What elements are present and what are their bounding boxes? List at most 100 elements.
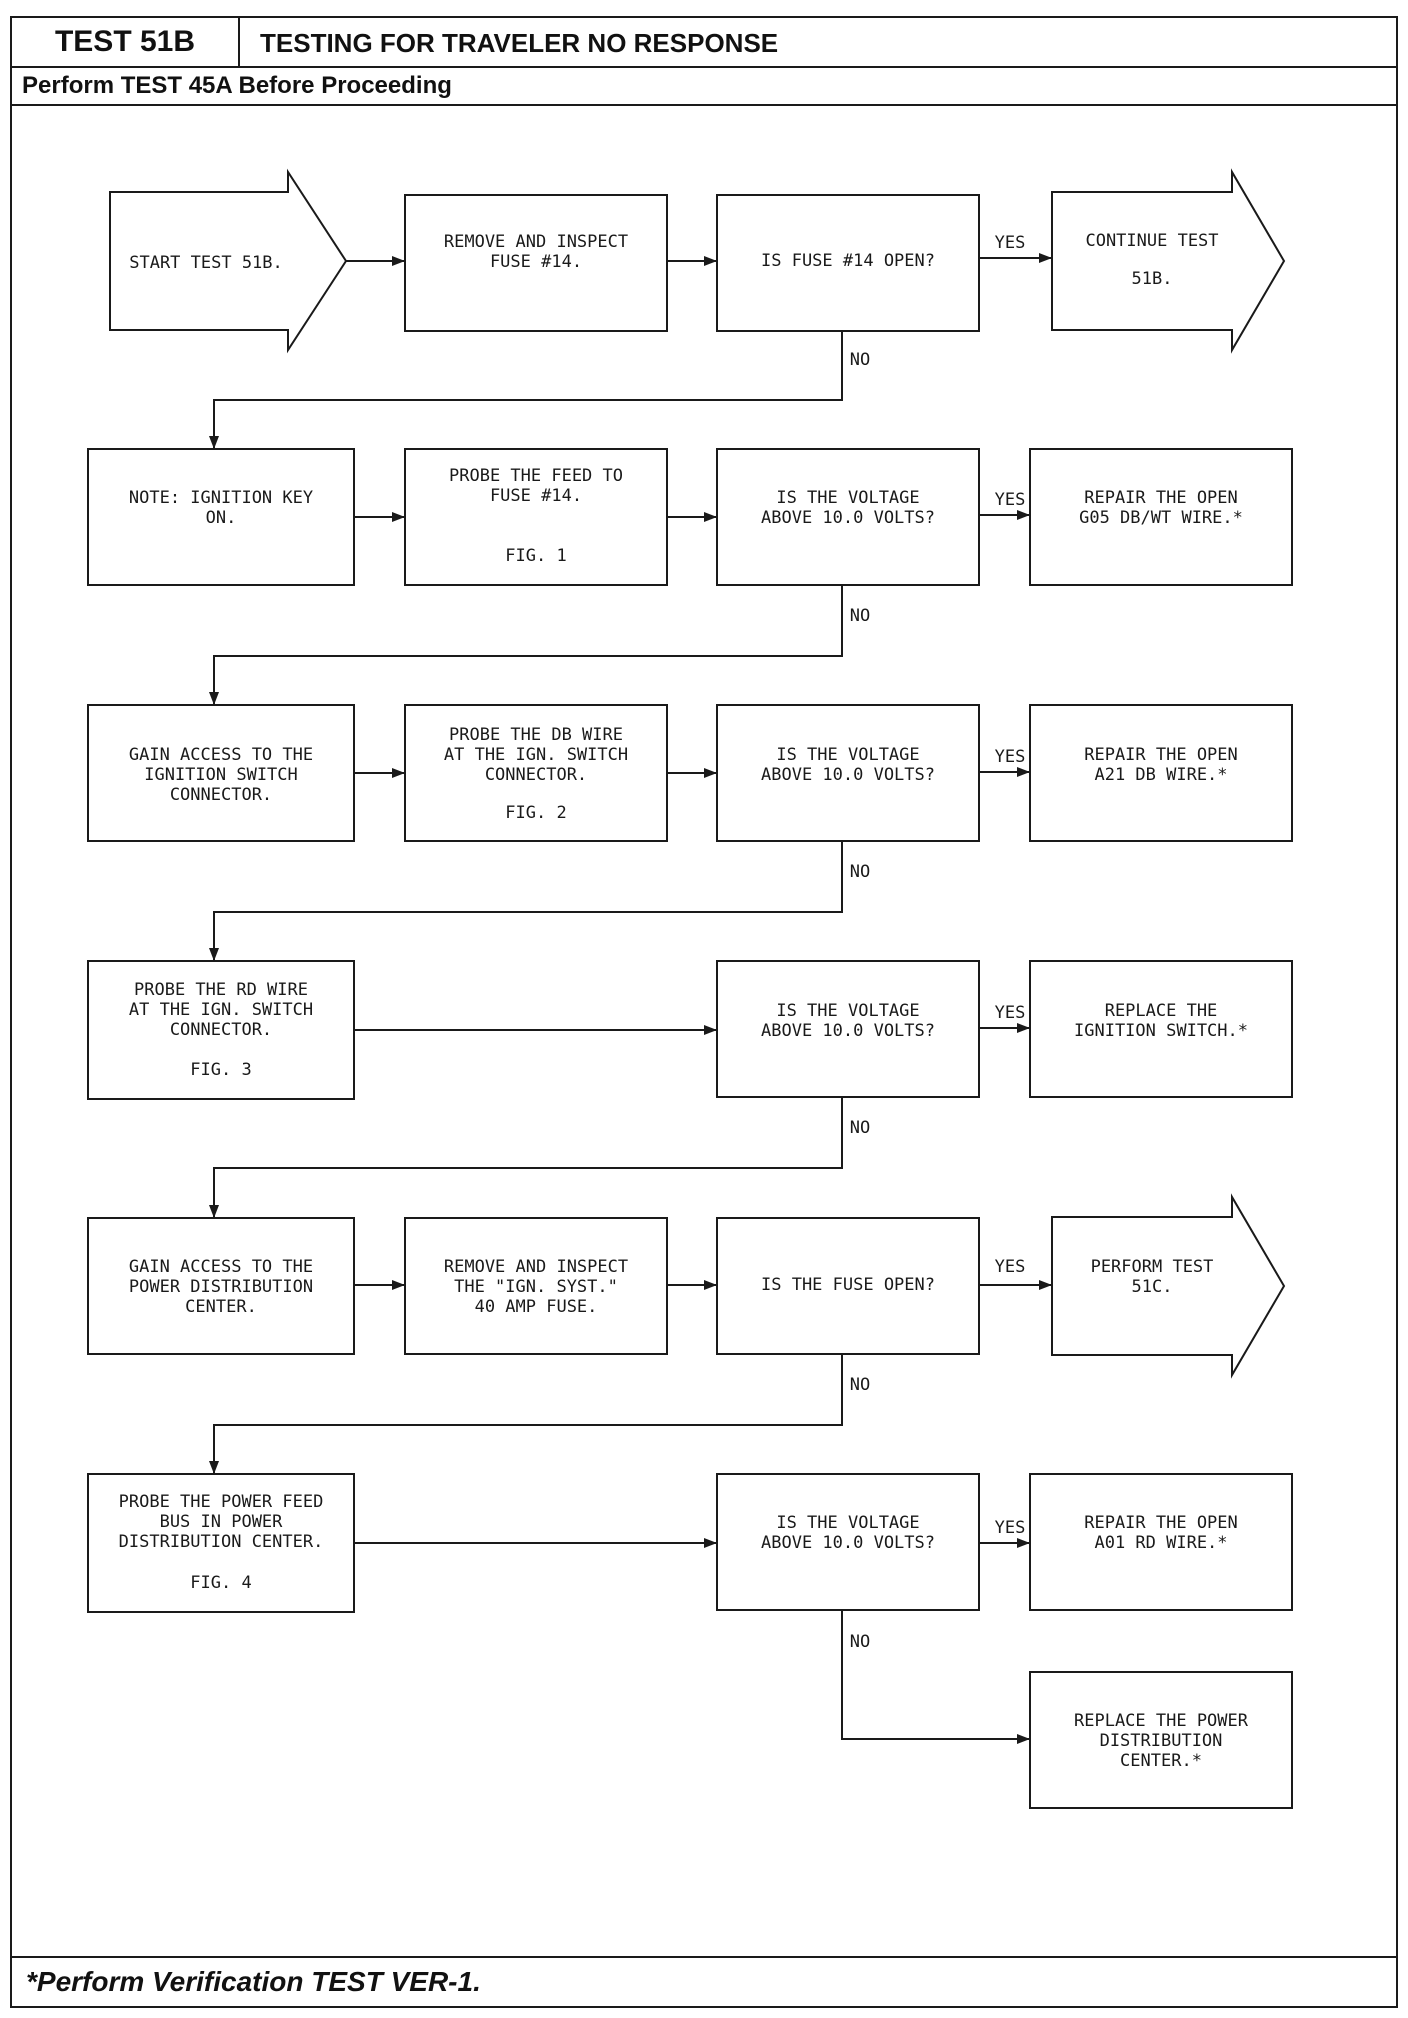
arrowhead-right [1017,1023,1030,1033]
arrowhead-down [209,1205,219,1218]
arrowhead-right [1017,1538,1030,1548]
flow-text: CENTER. [185,1297,257,1317]
flow-text: THE "IGN. SYST." [454,1277,618,1297]
flow-text: 51B. [1132,269,1173,289]
repair-a21-box [1029,704,1293,842]
header-row: TEST 51B TESTING FOR TRAVELER NO RESPONS… [12,18,1396,68]
footer-note: *Perform Verification TEST VER-1. [12,1956,1396,2006]
arrowhead-right [392,256,405,266]
flow-text: FUSE #14. [490,486,582,506]
flow-text: IS FUSE #14 OPEN? [761,251,935,271]
connector-line [841,1610,1030,1740]
arrowhead-down [209,692,219,705]
flow-text: CONNECTOR. [485,765,587,785]
decision-voltage-4 [716,1473,980,1611]
flow-text: PROBE THE POWER FEED [119,1492,324,1512]
flow-text: REPAIR THE OPEN [1084,745,1238,765]
flow-text: GAIN ACCESS TO THE [129,745,313,765]
remove-inspect-fuse14-box [404,194,668,332]
arrowhead-down [209,436,219,449]
flow-text: REPAIR THE OPEN [1084,1513,1238,1533]
flow-text: PROBE THE RD WIRE [134,980,308,1000]
flow-text: CENTER.* [1120,1751,1202,1771]
flow-text: A21 DB WIRE.* [1094,765,1227,785]
repair-g05-box [1029,448,1293,586]
test-id: TEST 51B [12,18,240,66]
decision-voltage-2 [716,704,980,842]
no-label: NO [850,1632,870,1652]
arrowhead-down [209,1461,219,1474]
fig-label: FIG. 3 [190,1060,251,1080]
flow-text: NOTE: IGNITION KEY [129,488,313,508]
yes-label: YES [995,1257,1026,1277]
perform-51c-arrow [1051,1193,1286,1379]
remove-inspect-ign-fuse-box [404,1217,668,1355]
no-label: NO [850,1375,870,1395]
probe-rd-wire-box [87,960,355,1100]
arrowhead-right [1017,510,1030,520]
start-test-arrow [109,168,348,354]
probe-db-wire-box [404,704,668,842]
flow-text: REPLACE THE [1105,1001,1218,1021]
probe-feed-fuse14-box [404,448,668,586]
arrowhead-right [704,1025,717,1035]
connector-line [213,331,843,449]
flow-text: ON. [206,508,237,528]
flow-text: IGNITION SWITCH [144,765,298,785]
flow-text: GAIN ACCESS TO THE [129,1257,313,1277]
flow-text: START TEST 51B. [129,253,283,273]
replace-pdc-box [1029,1671,1293,1809]
no-label: NO [850,1118,870,1138]
test-title: TESTING FOR TRAVELER NO RESPONSE [260,28,779,58]
fig-label: FIG. 4 [190,1573,251,1593]
arrowhead-right [1017,767,1030,777]
gain-access-pdc-box [87,1217,355,1355]
replace-ign-switch-box [1029,960,1293,1098]
arrowhead-down [209,948,219,961]
continue-51b-arrow [1051,168,1286,354]
arrowhead-right [392,512,405,522]
connector-line [213,585,843,705]
flow-text: ABOVE 10.0 VOLTS? [761,1021,935,1041]
flow-text: PROBE THE FEED TO [449,466,623,486]
flow-text: AT THE IGN. SWITCH [444,745,628,765]
flow-text: IS THE FUSE OPEN? [761,1275,935,1295]
flow-text: A01 RD WIRE.* [1094,1533,1227,1553]
decision-voltage-1 [716,448,980,586]
arrowhead-right [704,1280,717,1290]
arrowhead-right [1039,253,1052,263]
repair-a01-box [1029,1473,1293,1611]
flow-text: BUS IN POWER [160,1512,284,1532]
arrowhead-right [392,1280,405,1290]
prerequisite-note: Perform TEST 45A Before Proceeding [12,68,1396,106]
flow-text: REPAIR THE OPEN [1084,488,1238,508]
arrowhead-right [704,768,717,778]
flow-text: IGNITION SWITCH.* [1074,1021,1248,1041]
flow-text: IS THE VOLTAGE [776,1513,919,1533]
arrowhead-right [704,1538,717,1548]
flow-text: IS THE VOLTAGE [776,745,919,765]
no-label: NO [850,350,870,370]
arrowhead-right [1017,1734,1030,1744]
probe-power-feed-box [87,1473,355,1613]
flow-text: PERFORM TEST [1091,1257,1214,1277]
arrowhead-right [1039,1280,1052,1290]
flow-text: IS THE VOLTAGE [776,488,919,508]
flow-text: ABOVE 10.0 VOLTS? [761,1533,935,1553]
flow-text: REMOVE AND INSPECT [444,232,628,252]
flow-text: G05 DB/WT WIRE.* [1079,508,1243,528]
connector-line [213,1097,843,1218]
flow-text: PROBE THE DB WIRE [449,725,623,745]
yes-label: YES [995,1003,1026,1023]
fig-label: FIG. 2 [505,803,566,823]
yes-label: YES [995,490,1026,510]
yes-label: YES [995,747,1026,767]
flow-text: AT THE IGN. SWITCH [129,1000,313,1020]
gain-access-ign-box [87,704,355,842]
flow-text: 51C. [1132,1277,1173,1297]
flow-text: CONTINUE TEST [1085,231,1218,251]
no-label: NO [850,606,870,626]
fig-label: FIG. 1 [505,546,566,566]
flow-text: 40 AMP FUSE. [475,1297,598,1317]
